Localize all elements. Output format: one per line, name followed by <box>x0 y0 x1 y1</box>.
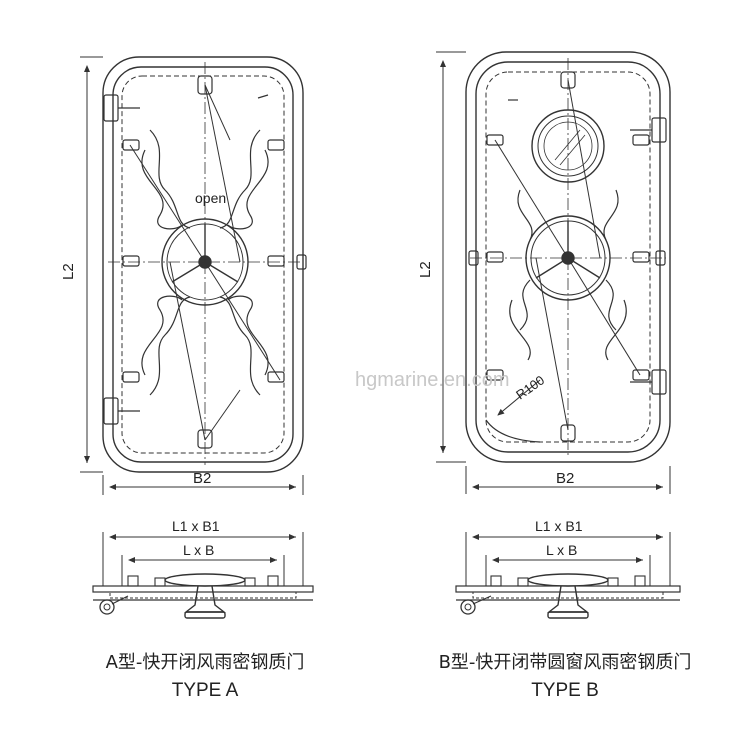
door-a-inner-frame <box>112 66 294 463</box>
door-a-handwheel <box>161 218 249 306</box>
caption-type-a: A型-快开闭风雨密钢质门 TYPE A <box>55 648 355 702</box>
door-b-height-label: L2 <box>417 261 434 278</box>
door-a-open-label: open <box>195 190 226 206</box>
door-b-radius-label: R100 <box>513 372 547 402</box>
door-b-hinges <box>630 117 667 395</box>
door-b-section-top-label: L1 x B1 <box>535 518 583 534</box>
door-a-front-view <box>102 56 307 473</box>
door-b-outer-frame <box>465 51 671 463</box>
door-b-section-view <box>455 532 681 619</box>
door-b-handwheel <box>525 215 611 301</box>
door-a-section-view <box>92 532 314 619</box>
caption-type-b: B型-快开闭带圆窗风雨密钢质门 TYPE B <box>385 648 745 702</box>
door-a-hinges <box>103 94 140 425</box>
door-b-section-inner-label: L x B <box>546 542 577 558</box>
door-b-width-label: B2 <box>556 470 574 487</box>
door-b-clamps <box>486 71 650 442</box>
door-a-section-inner-label: L x B <box>183 542 214 558</box>
door-a-width-label: B2 <box>193 470 211 487</box>
door-a-outer-frame <box>102 56 304 473</box>
door-a-dimensions <box>80 56 304 495</box>
door-b-dimensions <box>436 51 671 494</box>
door-a-height-label: L2 <box>60 263 77 280</box>
door-a-clamps <box>122 75 285 449</box>
door-b-round-window <box>531 109 605 183</box>
watermark-text: hgmarine.en.com <box>355 369 510 391</box>
caption-type-b-chinese: B型-快开闭带圆窗风雨密钢质门 <box>438 652 692 673</box>
door-b-front-view <box>465 51 671 463</box>
caption-type-a-chinese: A型-快开闭风雨密钢质门 <box>105 652 305 673</box>
caption-type-b-english: TYPE B <box>531 680 599 701</box>
door-a-section-top-label: L1 x B1 <box>172 518 220 534</box>
caption-type-a-english: TYPE A <box>171 680 239 701</box>
